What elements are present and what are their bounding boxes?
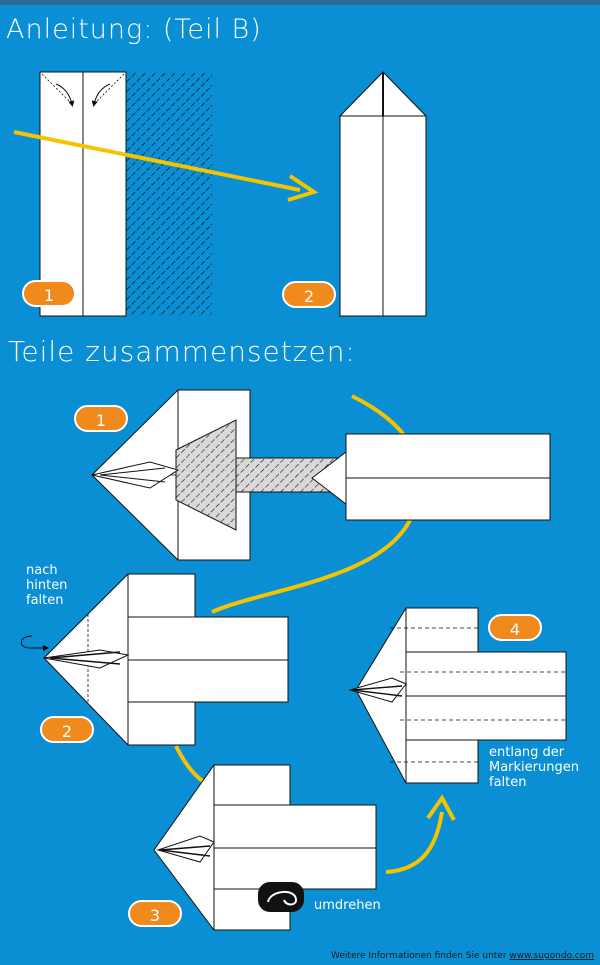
step-badge-a1: 1 [74, 405, 128, 432]
assembly-title: Teile zusammensetzen: [8, 335, 356, 368]
partb-step1-figure [39, 71, 212, 317]
fold-back-line-3: falten [26, 593, 64, 608]
flip-icon [258, 882, 304, 912]
assembly-step4-figure [348, 607, 567, 784]
step-badge-b1: 1 [22, 280, 76, 307]
fold-back-note: nach hinten falten [26, 563, 67, 608]
progress-arrow-1 [13, 130, 319, 202]
step-badge-b2: 2 [282, 281, 336, 308]
footer-text: Weitere Informationen finden Sie unter [331, 951, 510, 961]
fold-back-line-2: hinten [26, 578, 68, 593]
step-badge-a2: 2 [40, 716, 94, 743]
assembly-step1-figure [91, 389, 551, 614]
flip-note: umdrehen [314, 898, 381, 913]
footer: Weitere Informationen finden Sie unter w… [0, 947, 600, 965]
partb-step2-figure [338, 71, 428, 317]
assembly-step2-figure [20, 573, 289, 788]
along-marks-line-3: falten [489, 775, 527, 790]
assembly-step3-figure [153, 764, 456, 931]
step-badge-a4: 4 [488, 614, 542, 641]
along-marks-line-1: entlang der [489, 745, 565, 760]
step-badge-a3: 3 [128, 900, 182, 927]
fold-back-line-1: nach [26, 563, 58, 578]
part-b-title: Anleitung: (Teil B) [6, 14, 262, 45]
along-marks-note: entlang der Markierungen falten [489, 745, 579, 790]
along-marks-line-2: Markierungen [489, 760, 579, 775]
footer-link[interactable]: www.sugondo.com [509, 951, 594, 961]
